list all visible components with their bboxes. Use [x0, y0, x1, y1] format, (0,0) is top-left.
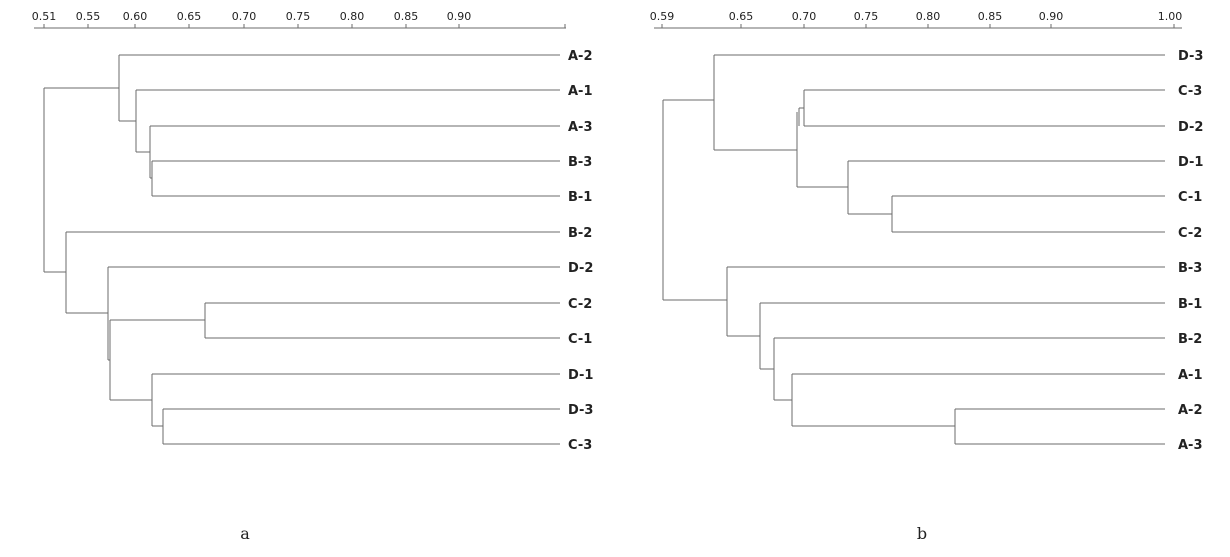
axis-tick-label-a-6: 0.80: [340, 10, 365, 23]
axis-tick-label-a-1: 0.55: [76, 10, 101, 23]
dendrogram-a: 0.51 0.55 0.60 0.65 0.70 0.75 0.80 0.85 …: [32, 10, 594, 543]
leaf-labels-b: D-3 C-3 D-2 D-1 C-1 C-2 B-3 B-1 B-2 A-1 …: [1178, 49, 1203, 453]
leaf-label-a-2: A-3: [568, 120, 593, 135]
axis-tick-label-a-3: 0.65: [177, 10, 202, 23]
panel-caption-a: a: [240, 524, 250, 543]
axis-tick-label-b-1: 0.65: [729, 10, 754, 23]
leaf-label-b-6: B-3: [1178, 261, 1202, 276]
leaf-label-b-0: D-3: [1178, 49, 1203, 64]
leaf-label-b-11: A-3: [1178, 438, 1203, 453]
axis-tick-label-b-2: 0.70: [792, 10, 817, 23]
leaf-label-a-0: A-2: [568, 49, 593, 64]
leaf-label-b-3: D-1: [1178, 155, 1203, 170]
leaf-label-a-6: D-2: [568, 261, 593, 276]
axis-tick-label-a-5: 0.75: [286, 10, 311, 23]
axis-tick-label-b-7: 1.00: [1158, 10, 1183, 23]
leaf-label-a-9: D-1: [568, 368, 593, 383]
leaf-labels-a: A-2 A-1 A-3 B-3 B-1 B-2 D-2 C-2 C-1 D-1 …: [568, 49, 593, 453]
branches-b: [662, 54, 1165, 445]
leaf-label-b-8: B-2: [1178, 332, 1202, 347]
axis-tick-label-b-5: 0.85: [978, 10, 1003, 23]
leaf-label-a-5: B-2: [568, 226, 592, 241]
axis-tick-label-b-4: 0.80: [916, 10, 941, 23]
leaf-label-a-7: C-2: [568, 297, 592, 312]
leaf-label-b-2: D-2: [1178, 120, 1203, 135]
axis-tick-label-a-7: 0.85: [394, 10, 419, 23]
leaf-label-a-11: C-3: [568, 438, 592, 453]
leaf-label-b-10: A-2: [1178, 403, 1203, 418]
leaf-label-b-5: C-2: [1178, 226, 1202, 241]
leaf-label-a-8: C-1: [568, 332, 592, 347]
leaf-label-a-10: D-3: [568, 403, 593, 418]
panel-caption-b: b: [917, 524, 927, 543]
axis-tick-label-b-0: 0.59: [650, 10, 675, 23]
leaf-label-a-3: B-3: [568, 155, 592, 170]
axis-tick-label-a-8: 0.90: [447, 10, 472, 23]
leaf-label-b-7: B-1: [1178, 297, 1202, 312]
axis-tick-label-b-3: 0.75: [854, 10, 879, 23]
axis-b: 0.59 0.65 0.70 0.75 0.80 0.85 0.90 1.00: [650, 10, 1183, 29]
axis-tick-label-a-0: 0.51: [32, 10, 57, 23]
branches-a: [43, 54, 560, 445]
leaf-label-a-1: A-1: [568, 84, 593, 99]
leaf-label-b-9: A-1: [1178, 368, 1203, 383]
leaf-label-b-4: C-1: [1178, 190, 1202, 205]
dendrogram-b: 0.59 0.65 0.70 0.75 0.80 0.85 0.90 1.00: [650, 10, 1204, 543]
axis-tick-label-a-4: 0.70: [232, 10, 257, 23]
axis-tick-label-b-6: 0.90: [1039, 10, 1064, 23]
leaf-label-a-4: B-1: [568, 190, 592, 205]
axis-a: 0.51 0.55 0.60 0.65 0.70 0.75 0.80 0.85 …: [32, 10, 566, 29]
leaf-label-b-1: C-3: [1178, 84, 1202, 99]
axis-tick-label-a-2: 0.60: [123, 10, 148, 23]
